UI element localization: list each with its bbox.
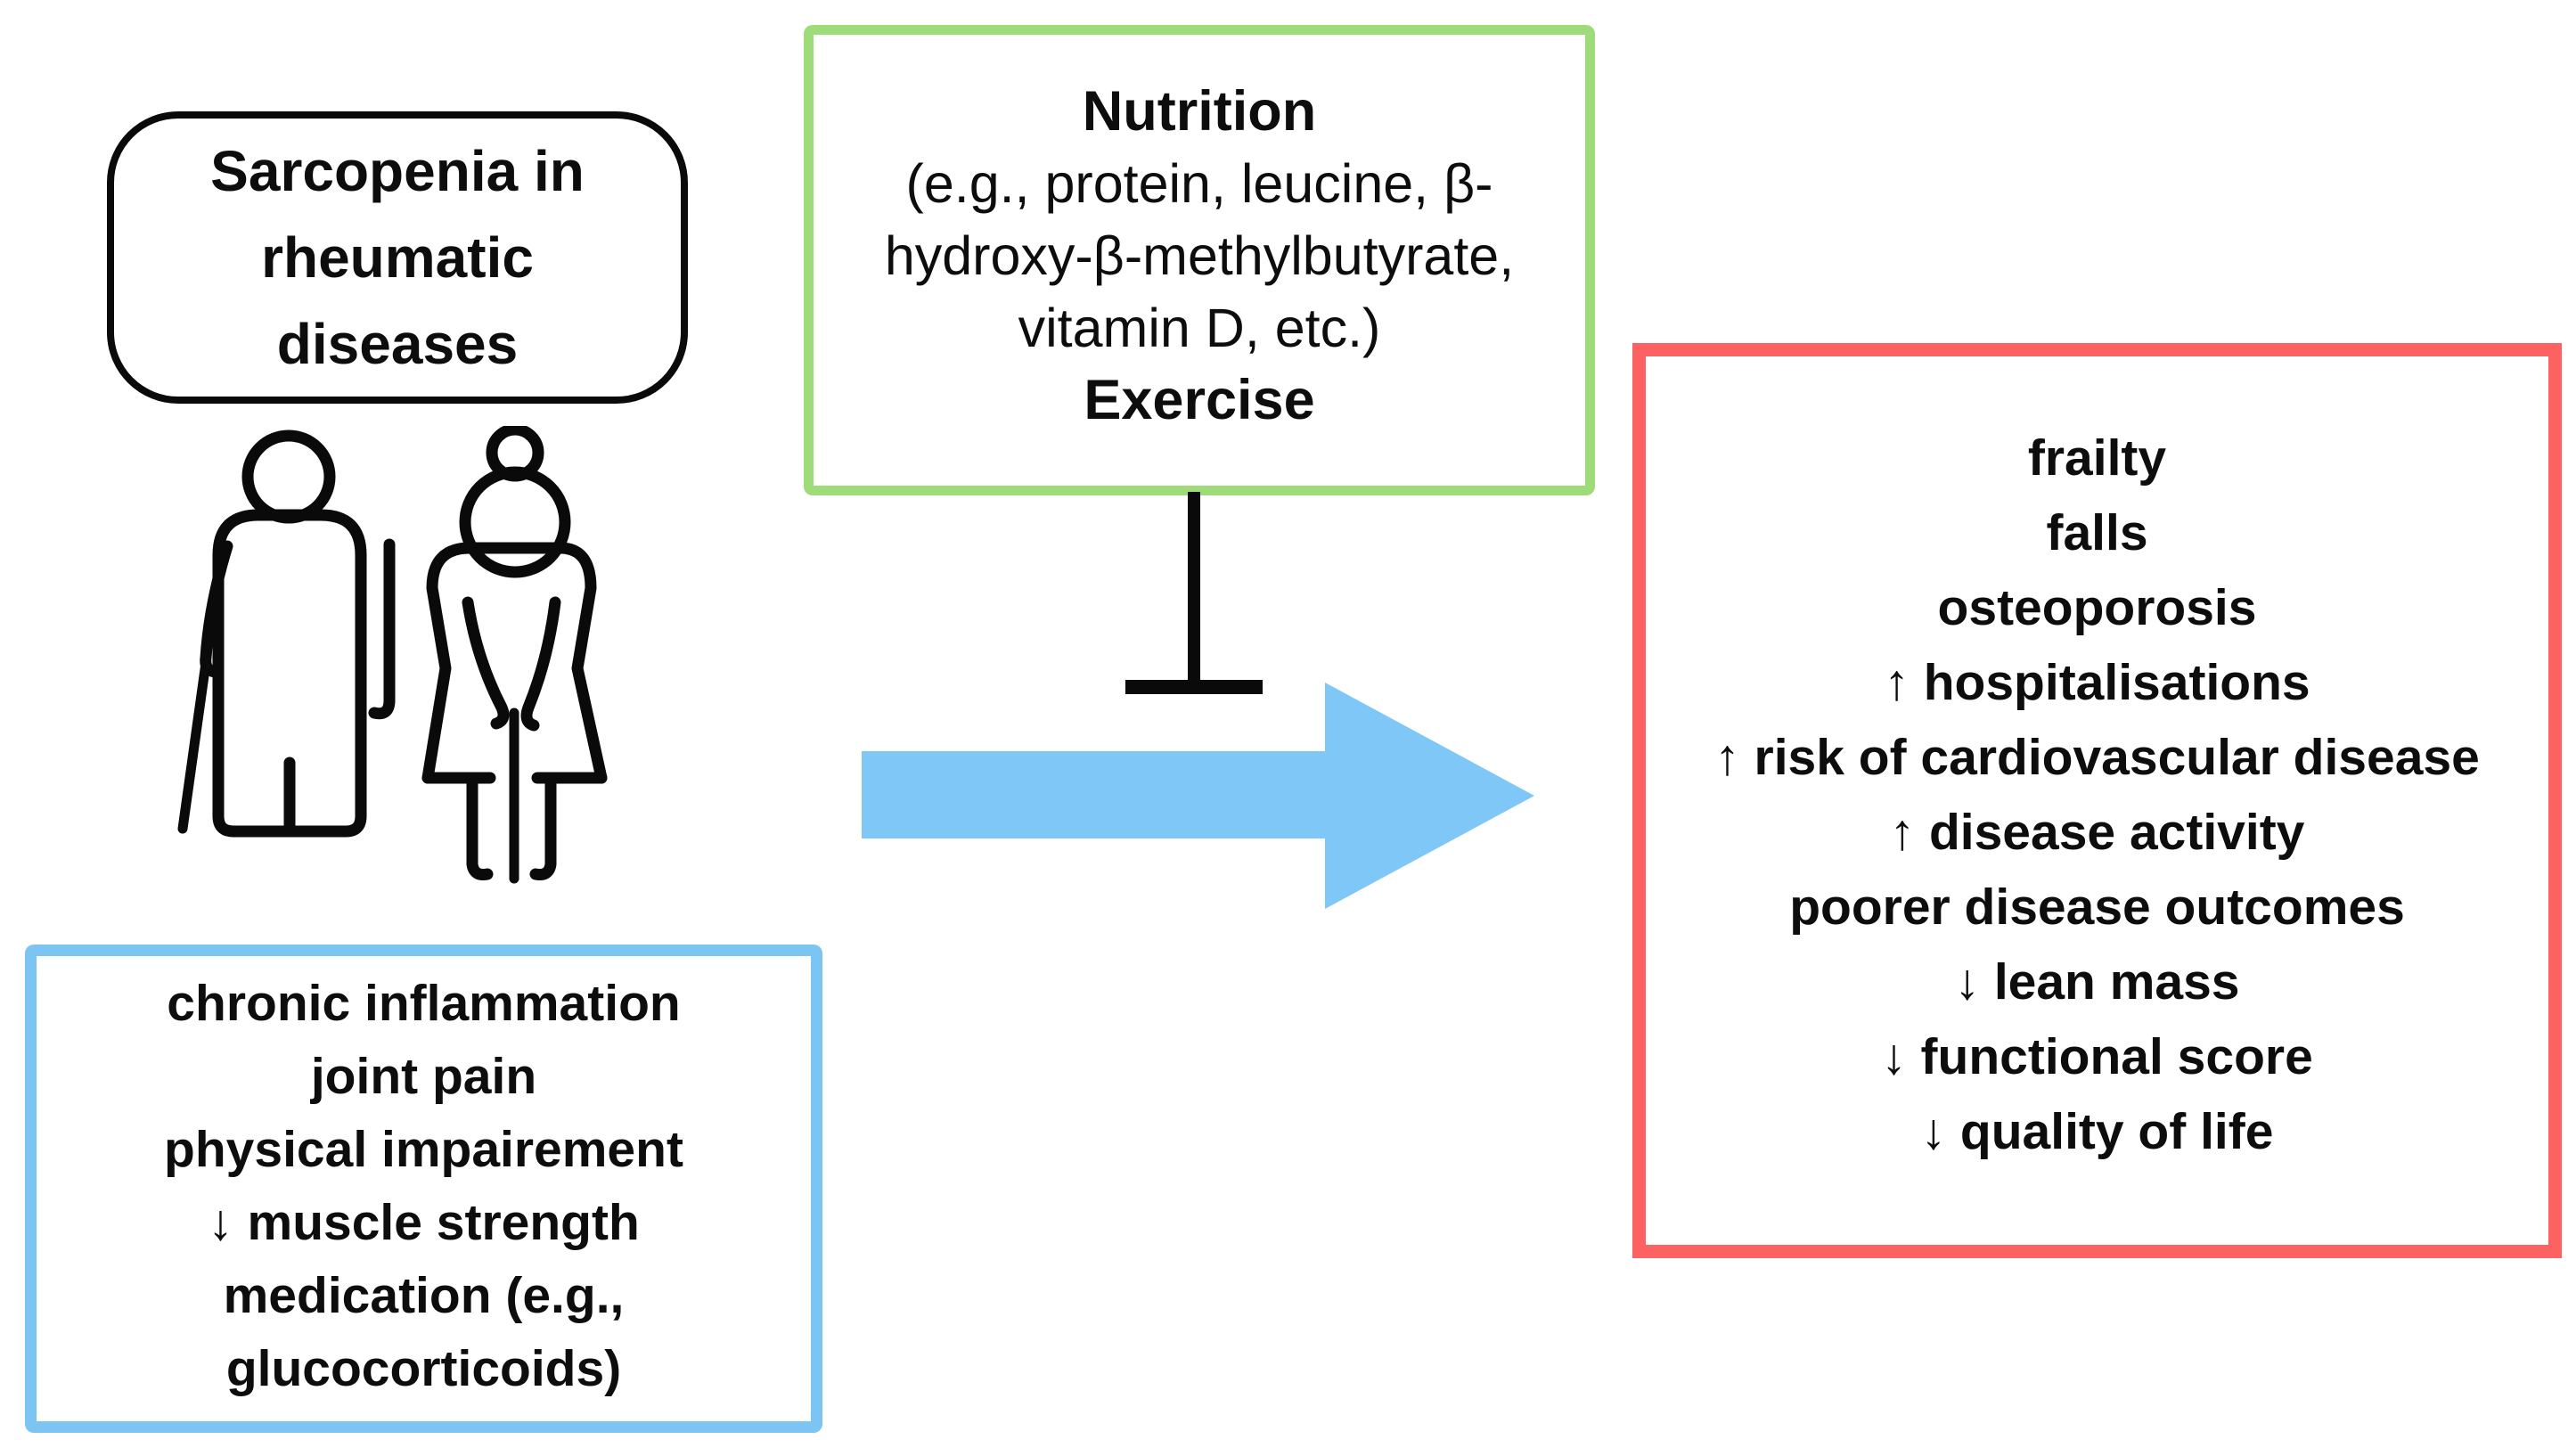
sarcopenia-title-box: Sarcopenia in rheumatic diseases <box>107 111 688 404</box>
cause-line: ↓ muscle strength <box>208 1194 640 1251</box>
outcome-line: ↑ disease activity <box>1889 804 2305 861</box>
inhibitor-stem-line <box>1188 492 1200 686</box>
outcome-line: ↑ hospitalisations <box>1884 654 2310 711</box>
cause-line: chronic inflammation <box>167 975 681 1032</box>
right-arrow-shape <box>862 683 1534 909</box>
cause-line: glucocorticoids) <box>225 1340 622 1397</box>
outcome-line: frailty <box>2027 429 2167 487</box>
intervention-line: (e.g., protein, leucine, β- <box>905 153 1493 214</box>
woman-right-arm-icon <box>520 596 561 732</box>
intervention-line: hydroxy-β-methylbutyrate, <box>884 225 1515 286</box>
elderly-man-icon <box>177 429 396 838</box>
elderly-woman-icon <box>421 426 608 884</box>
outcomes-box: frailty falls osteoporosis ↑ hospitalisa… <box>1632 343 2562 1258</box>
outcome-line: poorer disease outcomes <box>1789 879 2405 936</box>
outcome-line: falls <box>2046 504 2148 561</box>
intervention-line: vitamin D, etc.) <box>1018 298 1381 358</box>
right-arrow-icon <box>862 683 1534 909</box>
outcome-line: ↓ lean mass <box>1954 953 2240 1010</box>
outcome-line: osteoporosis <box>1937 579 2257 636</box>
man-body-icon <box>212 509 367 838</box>
elderly-couple-icon <box>177 426 608 884</box>
woman-left-leg-icon <box>466 772 494 880</box>
woman-head-icon <box>459 466 571 578</box>
outcome-line: ↓ functional score <box>1881 1028 2313 1085</box>
intervention-line: Exercise <box>1084 369 1315 431</box>
cause-line: joint pain <box>310 1048 537 1105</box>
cause-line: medication (e.g., <box>223 1267 625 1324</box>
woman-left-arm-icon <box>462 596 510 730</box>
intervention-line: Nutrition <box>1082 80 1317 143</box>
cause-line: physical impairement <box>164 1121 683 1178</box>
man-head-icon <box>241 429 336 524</box>
woman-body-icon <box>421 542 608 784</box>
man-cane-icon <box>177 658 211 834</box>
causes-box: chronic inflammation joint pain physical… <box>25 945 822 1433</box>
outcome-line: ↑ risk of cardiovascular disease <box>1714 729 2480 786</box>
title-line: Sarcopenia in <box>210 138 585 203</box>
outcome-line: ↓ quality of life <box>1920 1103 2274 1160</box>
intervention-box: Nutrition (e.g., protein, leucine, β- hy… <box>804 25 1595 495</box>
title-line: diseases <box>276 311 519 376</box>
man-right-arm-icon <box>368 538 396 720</box>
woman-right-leg-icon <box>529 772 557 880</box>
inhibitor-bar-line <box>1125 680 1263 694</box>
title-line: rheumatic <box>261 225 534 290</box>
